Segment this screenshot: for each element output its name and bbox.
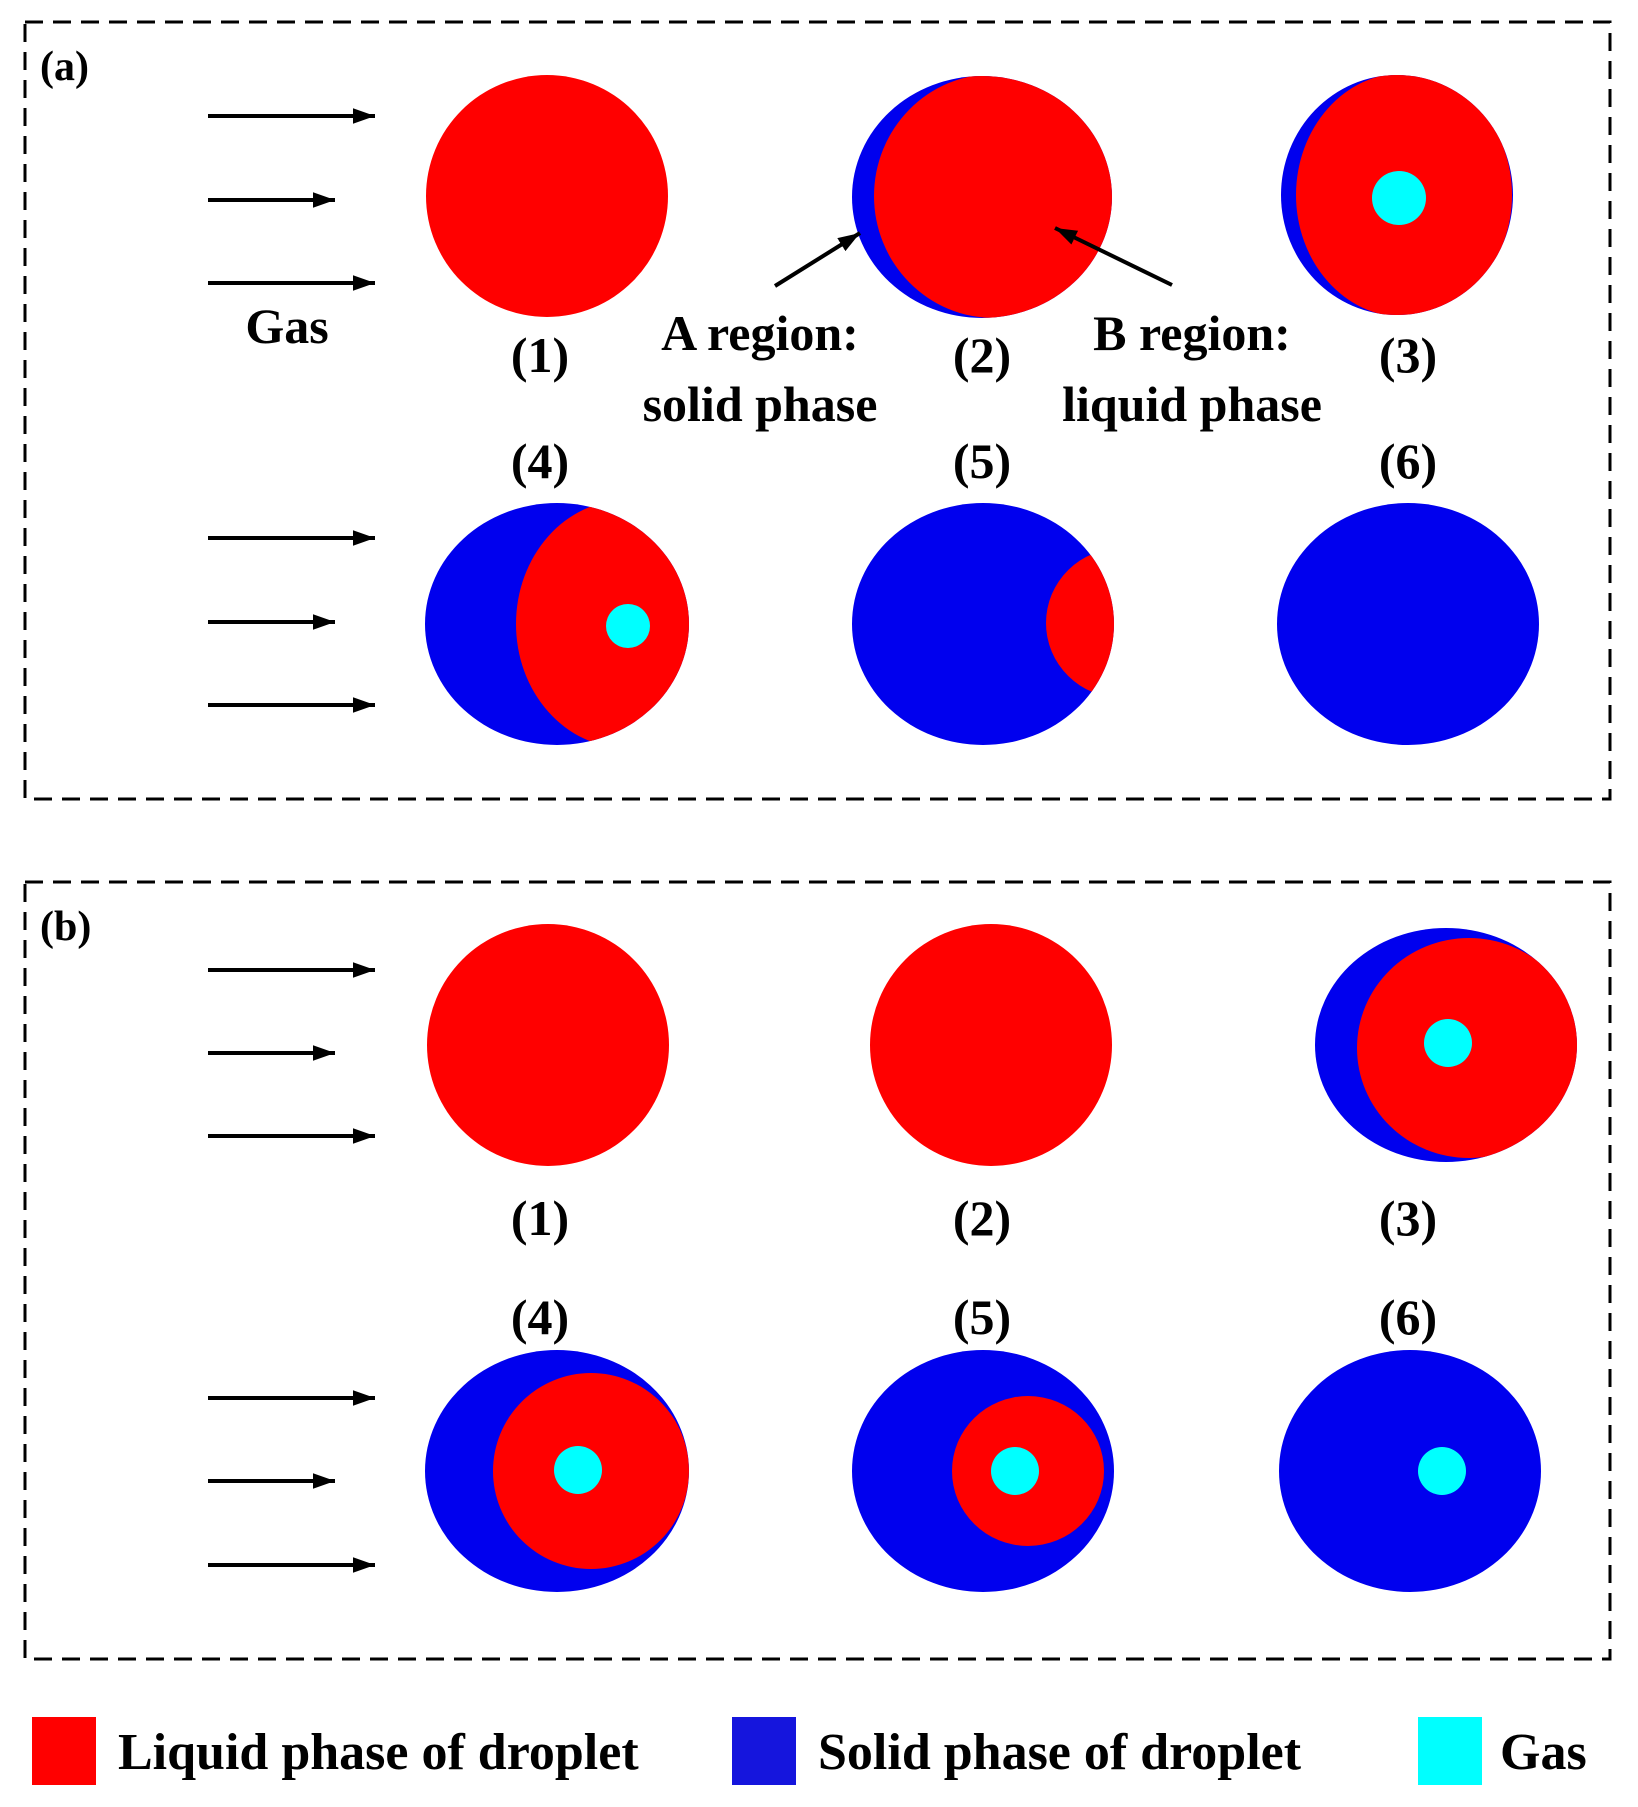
panel-b: (b) (1) (2) (3) (4) (5) (6) <box>23 880 1612 1661</box>
droplet-b5 <box>852 1350 1114 1592</box>
stage-label: (4) <box>511 1289 569 1345</box>
stage-label: (1) <box>511 1190 569 1246</box>
gas-flow-arrows-a-top <box>208 108 375 291</box>
panel-b-border <box>23 880 1612 1661</box>
panel-b-tag: (b) <box>40 904 91 950</box>
droplet-b2 <box>870 924 1112 1166</box>
legend-label-gas: Gas <box>1500 1724 1587 1781</box>
stage-label: (6) <box>1379 1289 1437 1345</box>
annotation-a-line2: solid phase <box>643 376 878 432</box>
annotation-b-line1: B region: <box>1093 305 1291 361</box>
droplet-a3 <box>1281 75 1513 315</box>
droplet-b6 <box>1279 1350 1541 1592</box>
gas-bubble <box>1424 1019 1472 1067</box>
gas-flow-arrows-b-top <box>208 962 375 1144</box>
gas-bubble <box>991 1447 1039 1495</box>
gas-bubble <box>1418 1447 1466 1495</box>
annotation-arrow-a <box>773 231 862 288</box>
liquid-region <box>1046 548 1114 698</box>
stage-label: (6) <box>1379 433 1437 489</box>
gas-bubble <box>554 1446 602 1494</box>
gas-bubble <box>1372 171 1426 225</box>
panel-a: (a) Gas A region: solid <box>23 20 1612 801</box>
legend-swatch-gas <box>1418 1717 1482 1785</box>
droplet-a2 <box>852 76 1112 318</box>
droplet-b1 <box>427 924 669 1166</box>
liquid-region <box>874 76 1112 318</box>
stage-label: (5) <box>953 433 1011 489</box>
solid-region <box>852 503 1114 745</box>
stage-label: (2) <box>953 327 1011 383</box>
solid-region <box>1279 1350 1541 1592</box>
gas-flow-label: Gas <box>245 298 328 354</box>
panel-a-tag: (a) <box>40 44 89 90</box>
droplet-a6 <box>1277 503 1539 745</box>
gas-bubble <box>606 604 650 648</box>
droplet-a1 <box>426 75 668 317</box>
panel-a-border <box>23 20 1612 801</box>
stage-label: (3) <box>1379 327 1437 383</box>
stage-label: (4) <box>511 433 569 489</box>
stage-label: (5) <box>953 1289 1011 1345</box>
stage-label: (2) <box>953 1190 1011 1246</box>
legend: Liquid phase of droplet Solid phase of d… <box>32 1717 1587 1785</box>
droplet-b4 <box>425 1350 689 1592</box>
gas-flow-arrows-a-bottom <box>208 530 375 713</box>
legend-label-liquid: Liquid phase of droplet <box>118 1724 639 1781</box>
legend-label-solid: Solid phase of droplet <box>818 1724 1302 1781</box>
annotation-arrow-b <box>1054 226 1173 287</box>
droplet-a4 <box>425 503 689 745</box>
gas-flow-arrows-b-bottom <box>208 1390 375 1573</box>
stage-label: (1) <box>511 327 569 383</box>
legend-swatch-liquid <box>32 1717 96 1785</box>
droplet-b3 <box>1315 928 1577 1162</box>
legend-swatch-solid <box>732 1717 796 1785</box>
annotation-a-line1: A region: <box>661 305 859 361</box>
droplet-a5 <box>852 503 1114 745</box>
annotation-b-line2: liquid phase <box>1062 376 1322 432</box>
stage-label: (3) <box>1379 1190 1437 1246</box>
